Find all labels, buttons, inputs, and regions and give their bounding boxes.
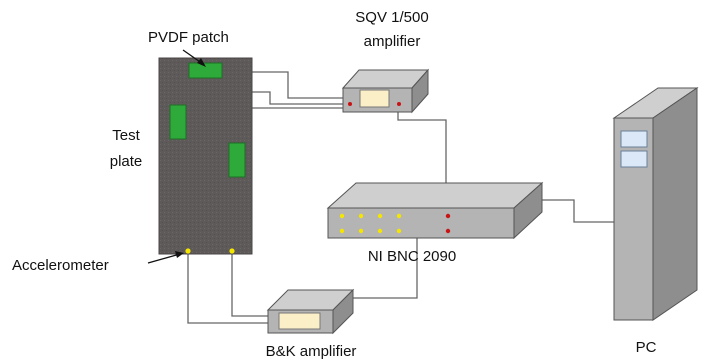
wire-ni-to-bk [349, 238, 418, 299]
accelerometer-sensor-1 [185, 248, 191, 254]
wire-patch-to-sqv [222, 71, 343, 99]
pc-drive-bay-1 [620, 130, 648, 148]
pc-drive-bay-2 [620, 150, 648, 168]
label-bk-amplifier: B&K amplifier [266, 343, 357, 360]
test-plate [158, 57, 253, 255]
wire-sqv-to-ni [397, 108, 447, 183]
pc-tower [612, 87, 699, 321]
accelerometer-arrow [147, 251, 184, 264]
label-ni-bnc: NI BNC 2090 [368, 248, 456, 265]
ni-yellow-leds [339, 213, 402, 234]
label-sqv-line1: SQV 1/500 [355, 9, 428, 26]
bk-screen [278, 312, 321, 330]
sqv-amplifier-box [341, 68, 430, 114]
sqv-led [348, 102, 352, 106]
wire-accel1-to-bk [187, 253, 268, 324]
sqv-led-2 [397, 102, 401, 106]
ni-bnc-box [326, 181, 544, 240]
sqv-screen [359, 89, 390, 108]
bk-amplifier-box [266, 288, 355, 335]
label-accelerometer: Accelerometer [12, 257, 109, 274]
wire-ni-to-pc [542, 199, 614, 223]
pvdf-patch-top [188, 62, 223, 79]
label-pc: PC [636, 339, 657, 356]
accelerometer-sensor-2 [229, 248, 235, 254]
label-pvdf-patch: PVDF patch [148, 29, 229, 46]
pvdf-patch-left [169, 104, 187, 140]
label-test-line2: plate [110, 153, 143, 170]
ni-red-leds [445, 213, 451, 234]
wire-plate2-to-sqv [237, 107, 343, 145]
label-sqv-line2: amplifier [364, 33, 421, 50]
pvdf-arrow [182, 49, 206, 67]
pvdf-patch-right [228, 142, 246, 178]
label-test-line1: Test [112, 127, 140, 144]
wire-accel2-to-bk [231, 253, 268, 317]
